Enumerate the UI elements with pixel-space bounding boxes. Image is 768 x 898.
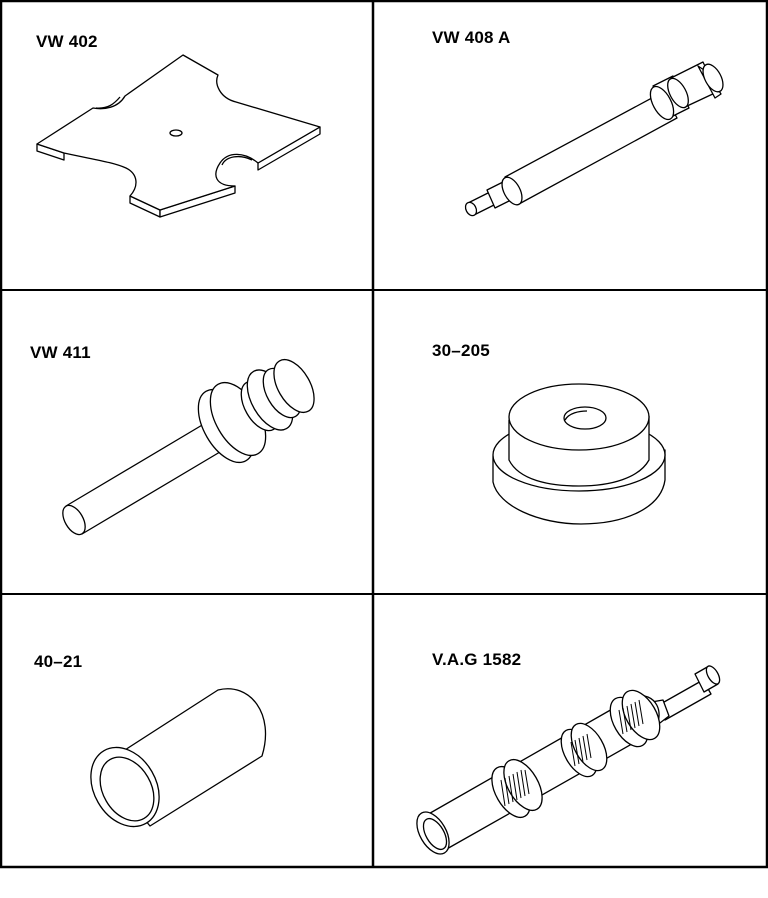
label-vw408a: VW 408 A [432, 28, 511, 47]
label-vw411: VW 411 [30, 343, 91, 362]
grid-border [0, 0, 768, 869]
knurling-marks [501, 700, 643, 806]
vw402-plate-drawing [0, 0, 373, 290]
vw411-drift-drawing [0, 290, 373, 594]
40-21-sleeve-drawing [0, 594, 373, 898]
vw408a-drift-drawing [373, 0, 768, 290]
30-205-disc-drawing [373, 290, 768, 594]
label-30-205: 30–205 [432, 341, 490, 360]
vag1582-tool-drawing [373, 594, 768, 898]
label-vag1582: V.A.G 1582 [432, 650, 522, 669]
label-40-21: 40–21 [34, 652, 83, 671]
label-vw402: VW 402 [36, 32, 98, 51]
